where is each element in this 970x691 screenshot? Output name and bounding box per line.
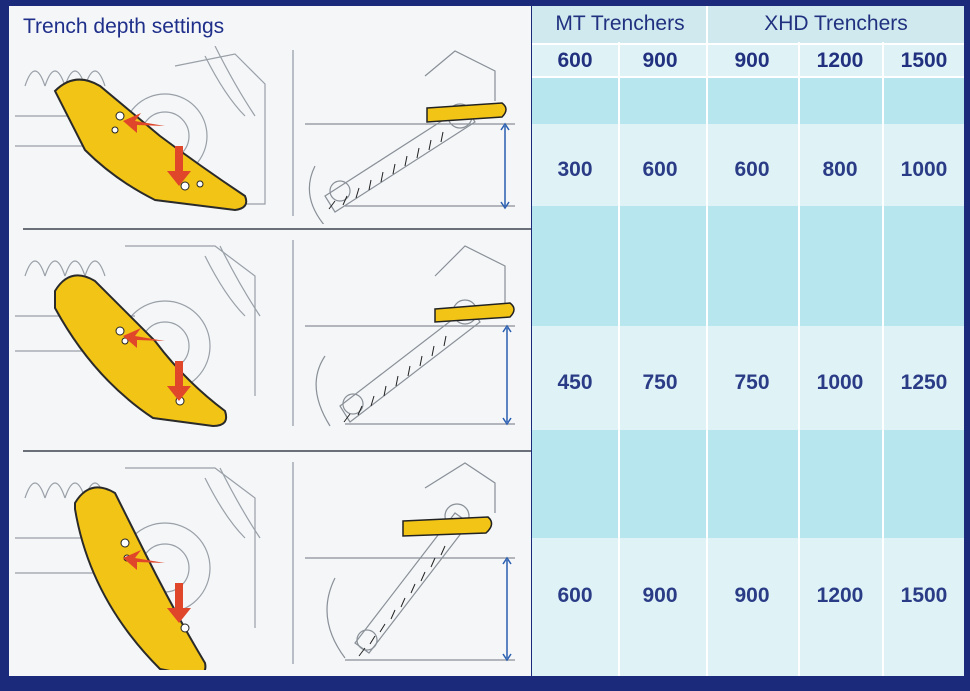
table-cell: 800 [822,158,858,181]
illustration-area: Trench depth settings [9,6,531,676]
column-divider [882,42,884,676]
table-band [532,538,964,676]
table-band [532,206,964,326]
table-cell: 600 [557,584,593,607]
adjustment-plate-illustration-1 [15,46,277,224]
group-xhd-trenchers: XHD Trenchers [764,12,908,35]
table-cell: 1200 [816,584,864,607]
adjustment-plate-illustration-3 [15,458,277,670]
table-band [532,326,964,430]
row-divider [532,76,964,78]
column-divider [618,42,620,676]
column-header-band [532,44,964,78]
column-header: 1200 [816,49,864,72]
table-band [532,78,964,124]
panel-divider [23,450,531,452]
table-band [532,124,964,206]
column-divider [798,42,800,676]
adjustment-plate-illustration-2 [15,236,277,436]
page-title: Trench depth settings [23,15,225,38]
group-mt-trenchers: MT Trenchers [555,12,685,35]
trencher-depth-diagram-3 [285,458,527,670]
table-cell: 900 [642,584,678,607]
panel-divider [23,228,531,230]
table-cell: 900 [734,584,770,607]
depth-table: MT Trenchers XHD Trenchers 600 900 900 1… [532,6,964,676]
table-cell: 600 [734,158,770,181]
trencher-depth-diagram-2 [285,236,527,436]
group-divider [706,6,708,676]
table-cell: 450 [557,371,593,394]
column-header: 900 [642,49,678,72]
column-header: 600 [557,49,593,72]
table-cell: 300 [557,158,593,181]
table-cell: 1500 [900,584,948,607]
table-group-header [532,6,964,44]
column-header: 1500 [900,49,948,72]
table-cell: 600 [642,158,678,181]
column-header: 900 [734,49,770,72]
row-divider [532,43,964,45]
table-cell: 750 [642,371,678,394]
trencher-depth-diagram-1 [285,46,527,224]
table-cell: 750 [734,371,770,394]
table-band [532,430,964,538]
table-cell: 1250 [900,371,948,394]
table-cell: 1000 [816,371,864,394]
table-cell: 1000 [900,158,948,181]
